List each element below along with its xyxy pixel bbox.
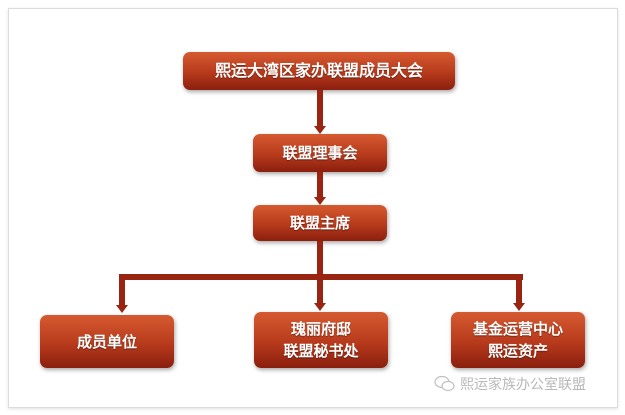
node-member-assembly: 熙运大湾区家办联盟成员大会: [183, 52, 455, 90]
wechat-icon: [434, 375, 455, 392]
node-secretariat: 瑰丽府邸 联盟秘书处: [254, 312, 388, 368]
arrow-down-icon: [314, 197, 326, 205]
node-label: 成员单位: [76, 332, 137, 351]
node-fund-center: 基金运营中心 熙运资产: [451, 312, 585, 368]
arrow-down-icon: [513, 303, 525, 311]
node-member-units: 成员单位: [40, 315, 174, 368]
connector-line: [317, 241, 323, 279]
connector-line: [317, 274, 323, 305]
node-label-line1: 基金运营中心: [472, 320, 563, 338]
node-label-line2: 联盟秘书处: [283, 342, 359, 360]
connector-line: [119, 274, 125, 306]
node-label: 联盟理事会: [282, 144, 358, 162]
connector-line: [317, 172, 323, 197]
arrow-down-icon: [314, 303, 326, 311]
node-label: 熙运大湾区家办联盟成员大会: [214, 61, 423, 80]
node-label-line2: 熙运资产: [487, 342, 548, 360]
watermark-text: 熙运家族办公室联盟: [460, 377, 586, 393]
node-chairman: 联盟主席: [253, 205, 387, 241]
node-label-line1: 瑰丽府邸: [290, 320, 351, 338]
node-council: 联盟理事会: [253, 134, 387, 172]
connector-line: [516, 274, 522, 305]
watermark: 熙运家族办公室联盟: [434, 374, 586, 394]
connector-line: [317, 90, 323, 126]
node-label: 联盟主席: [289, 214, 350, 232]
arrow-down-icon: [116, 305, 128, 313]
arrow-down-icon: [314, 126, 326, 134]
